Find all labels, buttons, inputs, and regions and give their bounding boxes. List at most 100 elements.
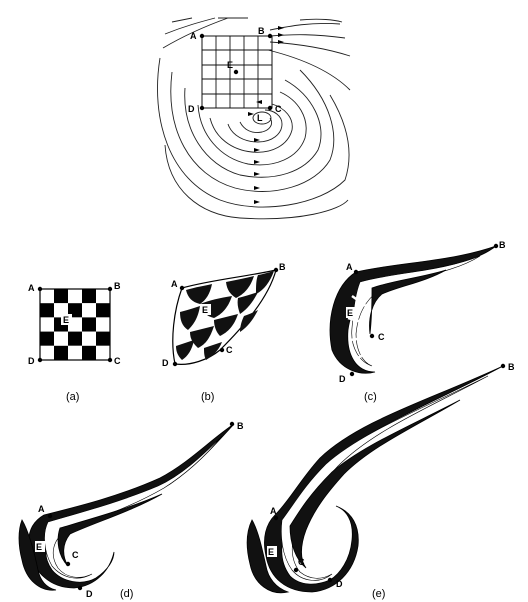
checker-cell (40, 345, 54, 360)
e-point-d-dot (327, 577, 333, 583)
b-point-a-dot (179, 285, 185, 291)
d-label-b: B (237, 421, 244, 431)
d-core-band (57, 493, 163, 567)
checker-cell (96, 317, 110, 332)
panel-d: A B C D E (d) (18, 421, 244, 600)
checker-cell (82, 289, 96, 304)
deformation-grid (201, 35, 273, 109)
d-point-a-dot (47, 513, 53, 519)
checker-cell (96, 289, 110, 304)
top-label-d: D (188, 104, 195, 114)
e-point-b-dot (500, 363, 506, 369)
flow-arrows (248, 26, 284, 204)
c-core-band (369, 269, 447, 335)
top-point-d-dot (199, 105, 205, 111)
a-label-e: E (63, 315, 69, 325)
checker-cell (82, 303, 96, 318)
caption-b: (b) (201, 391, 214, 403)
top-label-l: L (257, 113, 263, 123)
panel-e: A B C D E (e) (246, 362, 515, 600)
d-label-d: D (86, 589, 93, 599)
top-point-e-dot (233, 69, 239, 75)
e-core-band (289, 399, 461, 569)
a-label-a: A (28, 283, 35, 293)
c-point-b-dot (493, 243, 499, 249)
c-inner-band (351, 255, 481, 367)
top-label-b: B (258, 26, 265, 36)
checker-cell (82, 345, 96, 360)
e-left-lobe (246, 519, 290, 594)
c-point-d-dot (349, 371, 355, 377)
checker-cell (82, 317, 96, 332)
panel-a: A B C D E (a) (28, 281, 121, 403)
e-label-d: D (336, 579, 343, 589)
d-label-a: A (38, 504, 45, 514)
c-label-d: D (339, 374, 346, 384)
a-label-e-bg (61, 314, 72, 325)
checker-cell (82, 331, 96, 346)
d-point-d-dot (77, 585, 83, 591)
d-point-c-dot (65, 561, 71, 567)
e-point-a-dot (273, 515, 279, 521)
checker-cell (96, 331, 110, 346)
a-point-c-dot (107, 357, 113, 363)
d-label-e-bg (35, 541, 45, 552)
caption-a: (a) (66, 391, 79, 403)
e-label-b: B (508, 362, 515, 372)
a-point-d-dot (37, 357, 43, 363)
b-label-d: D (162, 358, 169, 368)
panel-c: A B C D E (c) (329, 240, 506, 403)
c-band-stripes (347, 294, 371, 360)
e-label-e-bg (267, 546, 277, 557)
checker-cell (54, 345, 68, 360)
top-point-a-dot (199, 33, 205, 39)
b-label-a: A (171, 279, 178, 289)
checker-cell (54, 289, 68, 304)
d-label-e: E (36, 542, 42, 552)
caption-d: (d) (120, 588, 133, 600)
caption-c: (c) (364, 391, 377, 403)
b-point-b-dot (273, 267, 279, 273)
checker-cell (68, 289, 82, 304)
checker-cell (40, 317, 54, 332)
b-label-e-bg (200, 304, 211, 315)
d-label-c: C (72, 550, 79, 560)
e-label-a: A (270, 506, 277, 516)
a-label-c: C (114, 356, 121, 366)
a-point-b-dot (107, 286, 113, 292)
e-label-c: C (298, 557, 305, 567)
checkerboard (40, 289, 110, 360)
b-point-c-dot (219, 347, 225, 353)
checker-cell (68, 303, 82, 318)
panel-b: A B C D E (b) (162, 262, 286, 403)
top-label-e: E (227, 60, 233, 70)
top-label-a: A (190, 31, 197, 41)
c-label-e: E (347, 308, 353, 318)
checker-cell (40, 303, 54, 318)
b-label-c: C (226, 345, 233, 355)
b-point-d-dot (172, 361, 178, 367)
caption-e: (e) (372, 588, 385, 600)
c-point-a-dot (353, 269, 359, 275)
c-label-b: B (499, 240, 506, 250)
c-point-c-dot (369, 333, 375, 339)
top-point-b-dot (267, 33, 273, 39)
c-label-a: A (346, 262, 353, 272)
d-left-lobe (18, 519, 57, 591)
e-point-c-dot (293, 567, 299, 573)
c-label-c: C (378, 332, 385, 342)
checker-cell (68, 345, 82, 360)
checker-cell (68, 331, 82, 346)
checker-cell (54, 331, 68, 346)
checker-cell (40, 289, 54, 304)
a-point-a-dot (37, 286, 43, 292)
a-label-b: B (114, 281, 121, 291)
a-label-d: D (28, 356, 35, 366)
checkerboard-frame (39, 288, 111, 361)
c-label-e-bg (346, 307, 356, 318)
checker-cell (96, 303, 110, 318)
streamline-field (157, 17, 351, 220)
b-label-e: E (202, 305, 208, 315)
top-label-c: C (275, 104, 282, 114)
